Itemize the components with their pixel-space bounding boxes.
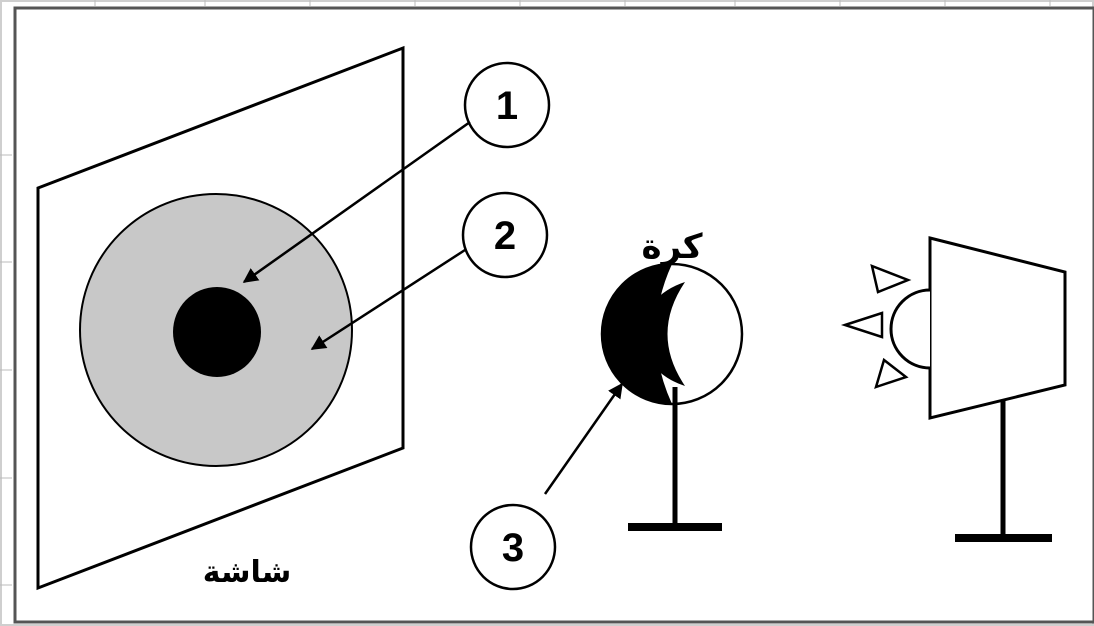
callout-2-number: 2 (494, 214, 516, 258)
light-ray-bottom (874, 357, 909, 389)
callout-3: 3 (469, 503, 557, 591)
projector-stand (955, 400, 1052, 542)
ball-label: كرة (642, 227, 703, 267)
arrow-to-ball-shadow (543, 382, 624, 495)
light-ray-top (870, 263, 912, 294)
callout-1: 1 (463, 61, 551, 149)
ball (600, 262, 744, 406)
bulb-icon (889, 288, 931, 370)
callout-2: 2 (461, 191, 549, 279)
screen-label: شاشة (203, 555, 291, 590)
umbra-shadow (173, 287, 261, 377)
arrow-to-umbra (242, 120, 471, 284)
light-ray-middle (840, 311, 884, 339)
callout-3-number: 3 (502, 526, 524, 570)
callout-1-number: 1 (496, 84, 518, 128)
ball-stand (628, 387, 722, 531)
light-source (840, 236, 1067, 420)
arrow-to-penumbra (310, 248, 466, 351)
